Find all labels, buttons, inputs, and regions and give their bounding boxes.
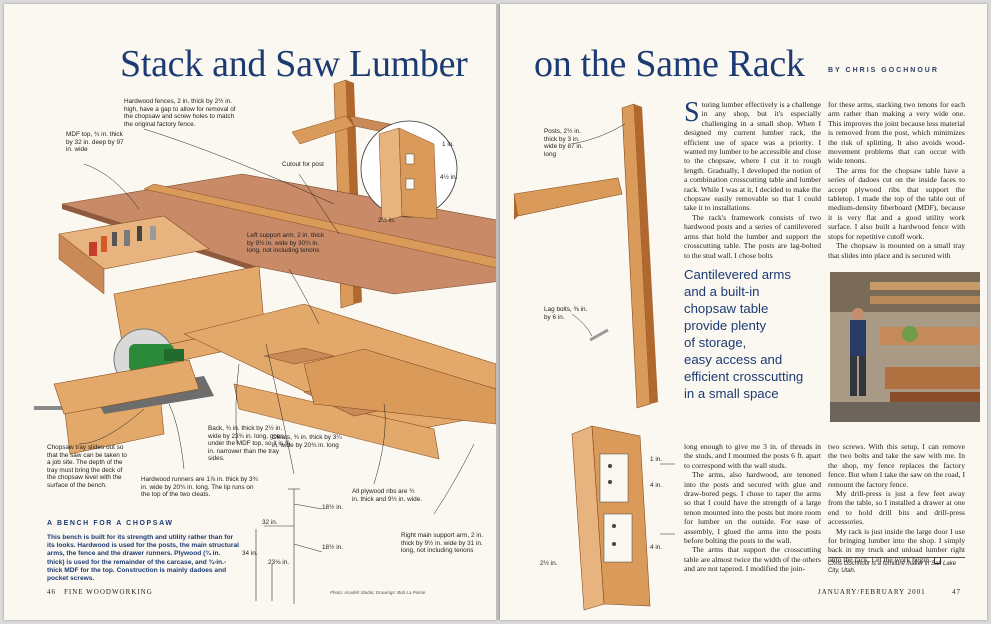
pull-quote-line: provide plenty xyxy=(684,318,767,333)
col1-paragraph-1: toring lumber effectively is a challenge… xyxy=(684,100,821,213)
pull-quote-line: chopsaw table xyxy=(684,301,769,316)
label-dim-18a: 18½ in. xyxy=(322,504,343,511)
label-dim-23in: 23⅛ in. xyxy=(268,559,289,566)
col4-paragraph-1: two screws. With this setup, I can remov… xyxy=(828,442,965,489)
pull-quote-line: efficient crosscutting xyxy=(684,369,804,384)
sidebar-text: This bench is built for its strength and… xyxy=(47,534,239,583)
col2-paragraph-2: The arms for the chopsaw table have a se… xyxy=(828,165,965,241)
label-hardwood-fences: Hardwood fences, 2 in. thick by 2½ in. h… xyxy=(124,98,236,128)
label-mdf-top: MDF top, ¾ in. thick by 32 in. deep by 9… xyxy=(66,131,124,154)
leader-lines xyxy=(78,128,475,515)
pull-quote-line: in a small space xyxy=(684,386,779,401)
label-chopsaw-tray: Chopsaw tray slides out so that the saw … xyxy=(47,444,127,489)
body-column-3: long enough to give me 3 in. of threads … xyxy=(684,442,821,574)
col3-paragraph-3: The arms that support the crosscutting t… xyxy=(684,545,821,574)
label-dim-1in-right: 1 in. xyxy=(650,456,663,463)
chopsaw-tray xyxy=(53,359,200,415)
pull-quote: Cantilevered arms and a built-in chopsaw… xyxy=(684,266,824,402)
col4-paragraph-3-text: My rack is just inside the large door I … xyxy=(828,526,965,564)
joint-detail xyxy=(360,120,458,223)
author-note: Chris Gochnour is a furniture maker in S… xyxy=(828,561,957,575)
label-dim-4b: 4 in. xyxy=(650,544,663,551)
drawer xyxy=(58,215,210,295)
pull-quote-line: and a built-in xyxy=(684,284,760,299)
label-dim-2-5in-right: 2½ in. xyxy=(540,560,558,567)
left-page: Stack and Saw Lumber xyxy=(4,4,496,620)
post-illustration xyxy=(513,103,675,611)
label-right-support-arm: Right main support arm, 2 in. thick by 9… xyxy=(401,532,484,555)
dropcap: S xyxy=(684,97,700,128)
author-note-rule xyxy=(828,557,965,558)
label-dim-2-5in: 2½ in. xyxy=(378,217,396,224)
article-title-left: Stack and Saw Lumber xyxy=(120,43,468,85)
col2-paragraph-3: The chopsaw is mounted on a small tray t… xyxy=(828,241,965,260)
folio-number-left: 46 xyxy=(47,588,56,596)
label-dim-1in: 1 in. xyxy=(442,141,455,148)
magazine-spread: Stack and Saw Lumber xyxy=(4,4,987,620)
photo-credit: Photo: Asadeh Studio; Drawings: Bob La P… xyxy=(330,590,426,595)
pull-quote-line: easy access and xyxy=(684,352,783,367)
article-title-right: on the Same Rack xyxy=(534,43,805,85)
sidebar-heading: A BENCH FOR A CHOPSAW xyxy=(47,520,174,527)
shop-photo xyxy=(830,272,980,422)
body-column-2: for these arms, stacking two tenons for … xyxy=(828,100,965,260)
label-posts: Posts, 2½ in. thick by 3 in. wide by 87 … xyxy=(544,128,584,158)
label-lag-bolts: Lag bolts, ⅜ in. by 6 in. xyxy=(544,306,588,321)
col3-paragraph-2: The arms, also hardwood, are tenoned int… xyxy=(684,470,821,546)
byline: BY CHRIS GOCHNOUR xyxy=(828,67,939,74)
col3-paragraph-1: long enough to give me 3 in. of threads … xyxy=(684,442,821,470)
gutter xyxy=(496,4,500,620)
label-back: Back, ¾ in. thick by 2½ in. wide by 23¾ … xyxy=(208,425,291,463)
pull-quote-line: Cantilevered arms xyxy=(684,267,792,282)
label-dim-4a: 4 in. xyxy=(650,482,663,489)
label-dim-4-5in: 4½ in. xyxy=(440,174,458,181)
bench-illustration xyxy=(34,79,496,604)
col2-paragraph-1: for these arms, stacking two tenons for … xyxy=(828,100,965,166)
hardwood-fence xyxy=(143,183,496,268)
right-page: on the Same Rack BY CHRIS GOCHNOUR xyxy=(500,4,987,620)
label-plywood-ribs: All plywood ribs are ¾ in. thick and 9½ … xyxy=(352,488,422,503)
folio-magazine: FINE WOODWORKING xyxy=(64,588,153,596)
folio-date: JANUARY/FEBRUARY 2001 xyxy=(818,588,926,596)
label-cutout: Cutout for post xyxy=(282,161,324,168)
col4-paragraph-2: My drill-press is just a few feet away f… xyxy=(828,489,965,527)
post-arm xyxy=(513,177,623,217)
label-runners: Hardwood runners are 1⅞ in. thick by 3¾ … xyxy=(141,476,258,499)
tenon-detail xyxy=(571,425,651,611)
label-dim-18b: 18½ in. xyxy=(322,544,343,551)
right-support-arm xyxy=(303,348,496,425)
label-cleats: Cleats, ¾ in. thick by 3¼ in. wide by 20… xyxy=(272,434,342,449)
pull-quote-line: of storage, xyxy=(684,335,747,350)
dimension-diagram xyxy=(255,488,323,604)
label-dim-34in: 34 in. xyxy=(242,550,258,557)
folio-number-right: 47 xyxy=(952,588,961,596)
col1-paragraph-2: The rack's framework consists of two har… xyxy=(684,212,821,260)
col4-paragraph-3: My rack is just inside the large door I … xyxy=(828,527,965,565)
body-column-4: two screws. With this setup, I can remov… xyxy=(828,442,965,564)
label-dim-32in: 32 in. xyxy=(262,519,278,526)
label-left-support-arm: Left support arm, 2 in. thick by 9½ in. … xyxy=(247,232,325,255)
